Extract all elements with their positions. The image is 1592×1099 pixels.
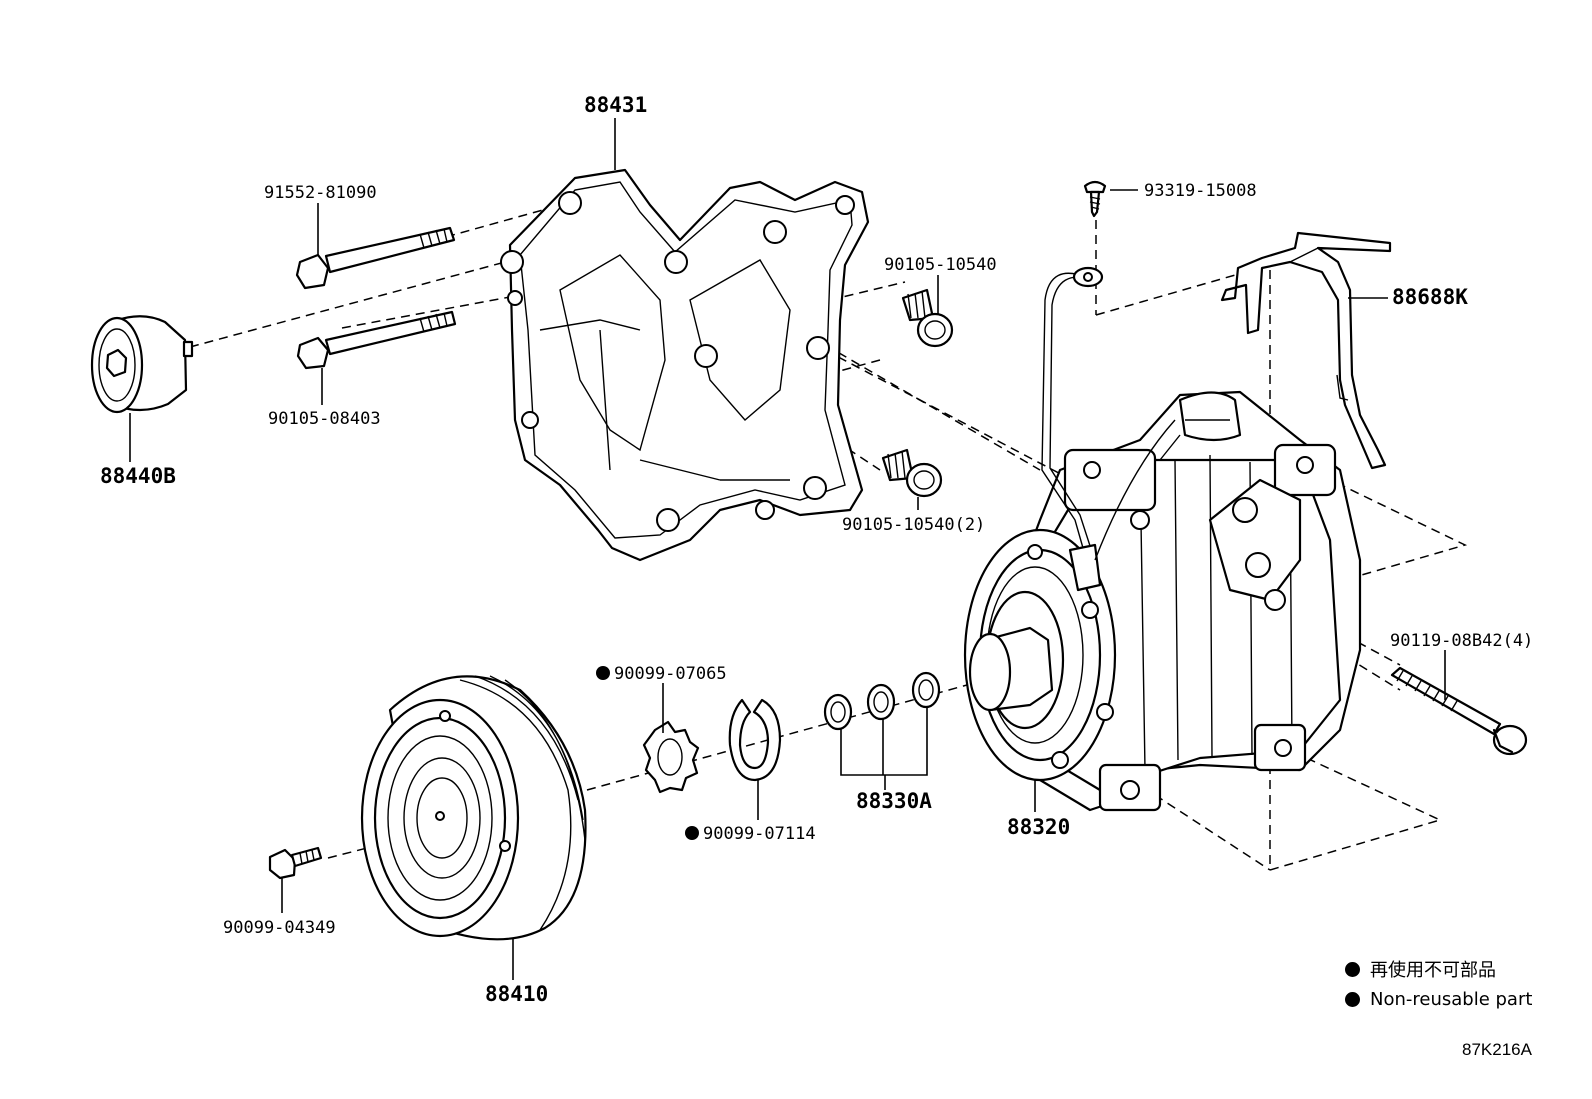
part-labels: 88431 91552-81090 90105-08403 88440B 901… (100, 93, 1533, 1006)
legend-row-english: Non-reusable part (1345, 984, 1532, 1014)
label-88431: 88431 (584, 93, 647, 117)
clutch-pulley-88410[interactable] (360, 675, 587, 941)
bolt-90119-08B42-4[interactable] (1390, 666, 1528, 756)
label-90105-10540-2: 90105-10540(2) (842, 515, 985, 535)
bracket-88431[interactable] (500, 168, 870, 562)
legend-text-english: Non-reusable part (1370, 988, 1533, 1010)
bolt-90105-10540-2[interactable] (881, 448, 943, 498)
label-93319-15008: 93319-15008 (1144, 181, 1257, 201)
compressor-88320[interactable] (963, 266, 1362, 812)
label-88320: 88320 (1007, 815, 1070, 839)
label-90099-04349: 90099-04349 (223, 918, 336, 938)
leader-lines (129, 118, 1446, 980)
legend-text-japanese: 再使用不可部品 (1370, 960, 1496, 981)
bullet-icon (1345, 991, 1360, 1007)
bolt-91552-81090[interactable] (295, 226, 456, 290)
figure-code: 87K216A (1462, 1040, 1532, 1059)
label-88410: 88410 (485, 982, 548, 1006)
screw-93319-15008[interactable] (1083, 180, 1107, 218)
label-90105-10540: 90105-10540 (884, 255, 997, 275)
idler-pulley-88440B[interactable] (90, 315, 194, 414)
label-88688K: 88688K (1392, 285, 1468, 309)
label-88330A: 88330A (856, 789, 932, 813)
snap-ring-90099-07114[interactable] (728, 698, 782, 782)
legend-row-japanese: 再使用不可部品 (1345, 954, 1532, 984)
non-reusable-marker-90099-07114 (685, 826, 699, 840)
bolt-90105-08403[interactable] (296, 310, 457, 370)
non-reusable-marker-90099-07065 (596, 666, 610, 680)
label-90099-07065: 90099-07065 (614, 664, 727, 684)
legend: 再使用不可部品 Non-reusable part (1345, 954, 1532, 1014)
bolt-90099-04349[interactable] (268, 846, 323, 880)
lock-washer-90099-07065[interactable] (642, 720, 700, 794)
bolt-90105-10540[interactable] (901, 288, 954, 348)
label-90105-08403: 90105-08403 (268, 409, 381, 429)
label-88440B: 88440B (100, 464, 176, 488)
bracket-88688K[interactable] (1220, 231, 1392, 470)
shims-88330A[interactable] (823, 671, 941, 731)
label-90119-08B42-4: 90119-08B42(4) (1390, 631, 1533, 651)
bullet-icon (1345, 961, 1360, 977)
label-90099-07114: 90099-07114 (703, 824, 816, 844)
label-91552-81090: 91552-81090 (264, 183, 377, 203)
